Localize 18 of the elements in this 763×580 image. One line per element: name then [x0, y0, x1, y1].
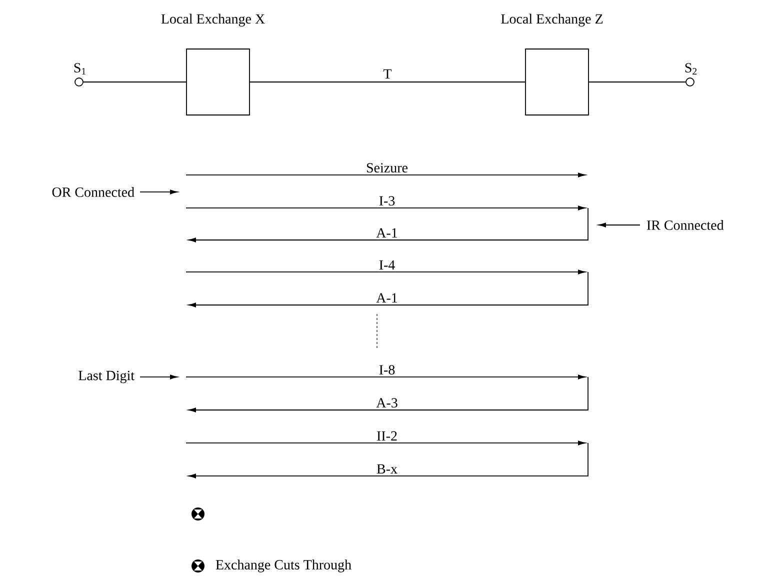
signal-label: Seizure	[366, 163, 408, 173]
signal-label: B-x	[376, 464, 398, 474]
legend-label: Exchange Cuts Through	[216, 560, 352, 572]
annotation: Last Digit	[78, 370, 134, 384]
edge-label: T	[382, 68, 393, 80]
annotation: OR Connected	[52, 187, 134, 197]
box-heading: Local Exchange Z	[501, 14, 603, 27]
signal-label: A-1	[376, 293, 398, 303]
signal-label: A-1	[376, 228, 398, 238]
signal-label: I-3	[379, 196, 395, 206]
signal-label: I-8	[379, 365, 395, 375]
signal-label: A-3	[376, 398, 398, 408]
annotation: IR Connected	[646, 220, 724, 230]
box-heading: Local Exchange X	[161, 14, 265, 27]
terminal-label: S$_{2}$	[685, 63, 697, 75]
signal-label: I-4	[379, 260, 395, 270]
terminal-label: S$_{1}$	[74, 63, 86, 75]
signal-label: II-2	[377, 431, 397, 441]
